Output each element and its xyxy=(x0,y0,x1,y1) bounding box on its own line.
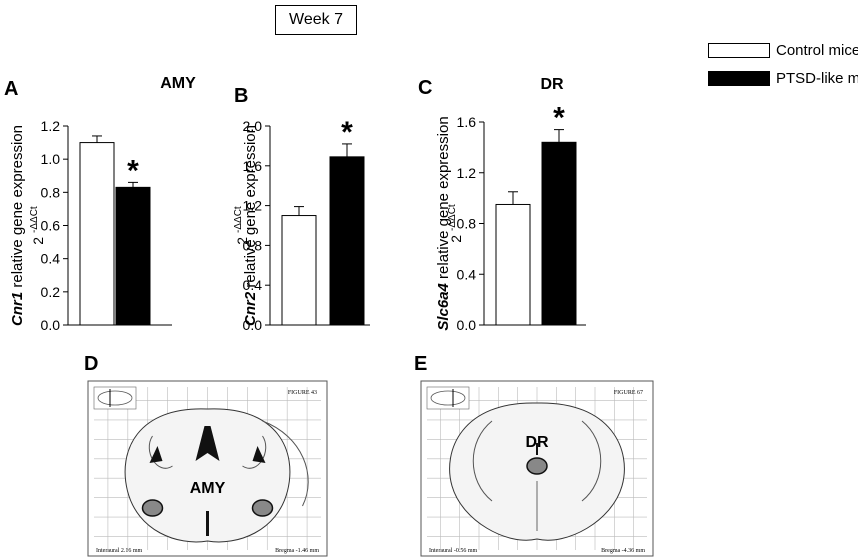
bar-ptsd xyxy=(541,141,577,326)
panel-letter: C xyxy=(418,77,432,99)
dorsal-raphe-marker xyxy=(526,457,548,475)
atlas-figure-label: FIGURE 67 xyxy=(614,390,643,396)
panel-letter: D xyxy=(84,353,98,375)
y-axis-label: Cnr1 relative gene expression xyxy=(9,125,26,326)
y-axis-formula: 2 -ΔΔCt xyxy=(233,206,250,245)
atlas-interaural-label: Interaural -0.56 mm xyxy=(429,548,477,554)
y-tick-label: 0.8 xyxy=(41,184,61,200)
y-tick-label: 1.2 xyxy=(41,118,61,134)
legend-item-control: Control mice xyxy=(708,38,858,62)
ylabel-text: relative gene expression xyxy=(9,125,26,292)
legend: Control mice PTSD-like mice xyxy=(708,38,858,94)
formula-superscript: -ΔΔCt xyxy=(29,206,40,233)
atlas-panel-e: E FIGURE 67 Interaural -0.56 mm Bregma -4.3… xyxy=(414,353,654,557)
hippocampus-outline xyxy=(581,420,602,502)
atlas-interaural-label: Interaural 2.16 mm xyxy=(96,548,142,554)
formula-base: 2 xyxy=(448,231,464,243)
significance-star: * xyxy=(553,102,565,135)
y-tick-label: 1.0 xyxy=(41,151,61,167)
y-tick-label: 1.6 xyxy=(243,158,263,174)
bar-control xyxy=(281,215,317,326)
week-label-box: Week 7 xyxy=(275,5,357,35)
ylabel-text: relative gene expression xyxy=(242,125,259,292)
ylabel-text: relative gene expression xyxy=(435,116,452,283)
y-axis-label: Cnr2 relative gene expression xyxy=(242,125,259,326)
formula-superscript: -ΔΔCt xyxy=(447,204,458,231)
atlas-inset-brain xyxy=(430,390,466,406)
chart-panel-b: B 0.0 0.4 0.8 1.2 1.6 2.0 * Cnr2 relative gene e… xyxy=(233,85,370,333)
chart-panel-c: C DR 0.0 0.4 0.8 1.2 1.6 * Slc6a4 relative gene … xyxy=(418,76,586,333)
y-tick-label: 0.2 xyxy=(41,284,61,300)
ventricle-shape xyxy=(195,426,220,461)
formula-superscript: -ΔΔCt xyxy=(233,206,244,233)
panel-letter: B xyxy=(234,85,248,107)
legend-label-ptsd: PTSD-like mice xyxy=(776,69,858,87)
ventricle-shape xyxy=(149,446,163,463)
y-tick-label: 1.2 xyxy=(243,198,263,214)
chart-title: DR xyxy=(540,76,564,93)
atlas-inset xyxy=(93,386,137,410)
ventricle-shape xyxy=(252,446,266,463)
y-tick-label: 0.0 xyxy=(41,317,61,333)
y-axis-formula: 2 -ΔΔCt xyxy=(29,206,46,245)
chart-title: AMY xyxy=(160,75,196,92)
y-tick-label: 0.8 xyxy=(243,237,263,253)
bar-ptsd xyxy=(115,186,151,326)
formula-base: 2 xyxy=(234,233,250,245)
atlas-panel-d: D FIGURE 43 Interaural 2.16 mm Bregma -1.46… xyxy=(84,353,328,557)
significance-star: * xyxy=(341,116,353,149)
panel-letter: E xyxy=(414,353,427,375)
week-label: Week 7 xyxy=(289,11,343,28)
y-tick-label: 2.0 xyxy=(243,118,263,134)
y-tick-label: 0.4 xyxy=(41,251,61,267)
y-axis-label: Slc6a4 relative gene expression xyxy=(435,116,452,330)
hippocampus-outline xyxy=(472,420,493,502)
legend-swatch-ptsd xyxy=(708,70,770,86)
gene-name: Cnr1 xyxy=(9,292,26,326)
y-tick-label: 0.6 xyxy=(41,218,61,234)
gene-name: Cnr2 xyxy=(242,291,259,326)
legend-label-control: Control mice xyxy=(776,41,858,59)
brain-outline xyxy=(124,408,291,543)
y-tick-label: 1.6 xyxy=(457,114,477,130)
y-tick-label: 0.8 xyxy=(457,216,477,232)
atlas-inset-brain xyxy=(97,390,133,406)
legend-swatch-control xyxy=(708,42,770,58)
y-tick-label: 0.0 xyxy=(457,317,477,333)
y-tick-label: 1.2 xyxy=(457,165,477,181)
significance-star: * xyxy=(127,154,139,187)
y-axis-formula: 2 -ΔΔCt xyxy=(447,204,464,243)
gene-name: Slc6a4 xyxy=(435,282,452,330)
cortex-outline xyxy=(262,420,309,507)
bar-control xyxy=(495,203,531,326)
chart-panel-a: A AMY 0.0 0.2 0.4 0.6 0.8 1.0 1.2 * Cnr1 relative … xyxy=(4,75,196,333)
bar-control xyxy=(79,142,115,326)
atlas-inset xyxy=(426,386,470,410)
region-label-dr: DR xyxy=(525,434,549,451)
y-tick-label: 0.4 xyxy=(243,277,263,293)
legend-item-ptsd: PTSD-like mice xyxy=(708,66,858,90)
atlas-figure-label: FIGURE 43 xyxy=(288,390,317,396)
panel-letter: A xyxy=(4,78,18,100)
formula-base: 2 xyxy=(30,233,46,245)
y-tick-label: 0.4 xyxy=(457,266,477,282)
atlas-bregma-label: Bregma -1.46 mm xyxy=(275,548,319,554)
amygdala-marker-right xyxy=(251,499,274,517)
region-label-amy: AMY xyxy=(190,480,226,497)
atlas-bregma-label: Bregma -4.36 mm xyxy=(601,548,645,554)
y-tick-label: 0.0 xyxy=(243,317,263,333)
bar-ptsd xyxy=(329,156,365,326)
amygdala-marker-left xyxy=(141,499,164,517)
